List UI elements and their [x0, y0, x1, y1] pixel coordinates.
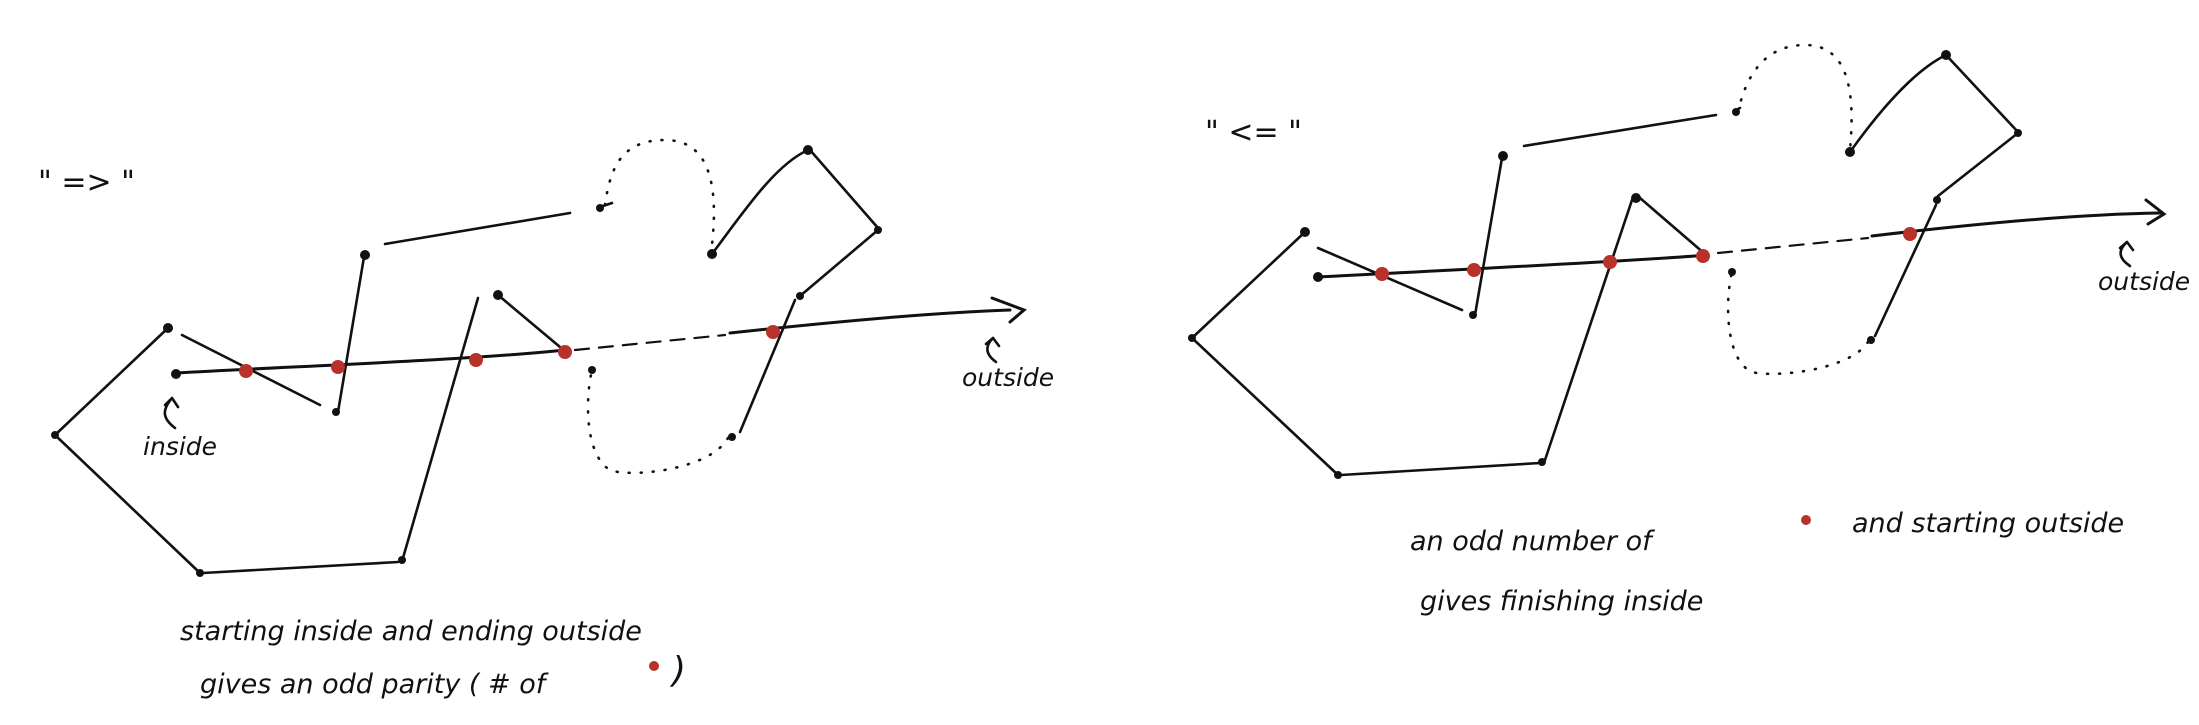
crossing-dot: [1467, 263, 1481, 277]
vertex-dot: [1631, 193, 1641, 203]
vertex-dot: [1300, 227, 1310, 237]
vertex-dot: [1188, 334, 1196, 342]
right-panel: " <= ": [1188, 43, 2190, 617]
vertex-dot: [51, 431, 59, 439]
right-crossing-ray: [1316, 198, 2167, 279]
left-annotations: inside outside: [143, 336, 1054, 461]
left-crossings: [239, 325, 780, 378]
left-panel-label: " => ": [38, 165, 135, 200]
crossing-dot: [469, 353, 483, 367]
vertex-dot: [707, 249, 717, 259]
right-caption-line1-part2: and starting outside: [1852, 508, 2124, 539]
vertex-dot: [1732, 108, 1740, 116]
crossing-dot: [1696, 249, 1710, 263]
vertex-dot: [493, 290, 503, 300]
outside-label-left: outside: [962, 363, 1054, 392]
vertex-dot: [1941, 50, 1951, 60]
vertex-dot: [1498, 151, 1508, 161]
vertex-dot: [588, 366, 596, 374]
vertex-dot: [1334, 471, 1342, 479]
vertex-dot: [1469, 311, 1477, 319]
crossing-dot: [1903, 227, 1917, 241]
left-panel: " => ": [38, 138, 1054, 700]
outside-label-right: outside: [2098, 267, 2190, 296]
vertex-dot: [196, 569, 204, 577]
vertex-dot: [1933, 196, 1941, 204]
vertex-dot: [596, 204, 604, 212]
vertex-dot: [796, 292, 804, 300]
vertex-dot: [728, 433, 736, 441]
right-caption-line1-part1: an odd number of: [1410, 526, 1655, 557]
vertex-dot: [332, 408, 340, 416]
left-caption-line2: gives an odd parity ( # of: [200, 669, 549, 700]
caption-crossing-dot: [1801, 515, 1811, 525]
right-caption: an odd number of and starting outside gi…: [1410, 508, 2124, 617]
left-crossing-ray: [174, 296, 1027, 375]
crossing-dot: [1375, 267, 1389, 281]
outside-arrow-right: [2118, 240, 2135, 268]
ray-start-dot: [171, 369, 181, 379]
vertex-dot: [1867, 336, 1875, 344]
vertex-dot: [398, 556, 406, 564]
vertex-dot: [163, 323, 173, 333]
right-caption-line2: gives finishing inside: [1420, 586, 1703, 617]
vertex-dot: [803, 145, 813, 155]
caption-crossing-dot: [649, 661, 659, 671]
right-panel-label: " <= ": [1205, 115, 1302, 150]
left-caption-line1: starting inside and ending outside: [180, 616, 642, 647]
outside-arrow-left: [984, 336, 1001, 364]
vertex-dot: [2014, 129, 2022, 137]
right-annotations: outside: [2098, 240, 2190, 296]
vertex-dot: [874, 226, 882, 234]
vertex-dot: [1728, 268, 1736, 276]
vertex-dot: [1538, 458, 1546, 466]
right-crossings: [1375, 227, 1917, 281]
crossing-dot: [331, 360, 345, 374]
left-caption-close-paren: ): [669, 650, 686, 691]
crossing-dot: [558, 345, 572, 359]
crossing-dot: [766, 325, 780, 339]
crossing-dot: [1603, 255, 1617, 269]
crossing-dot: [239, 364, 253, 378]
ray-start-dot: [1313, 272, 1323, 282]
vertex-dot: [1845, 147, 1855, 157]
left-vertices: [51, 145, 882, 577]
vertex-dot: [360, 250, 370, 260]
right-vertices: [1188, 50, 2022, 479]
inside-label: inside: [143, 432, 217, 461]
left-caption: starting inside and ending outside gives…: [180, 616, 686, 700]
inside-arrow: [163, 396, 180, 430]
right-polygon: [1190, 43, 2020, 477]
left-caption-line2-text: gives an odd parity ( # of: [200, 669, 549, 700]
